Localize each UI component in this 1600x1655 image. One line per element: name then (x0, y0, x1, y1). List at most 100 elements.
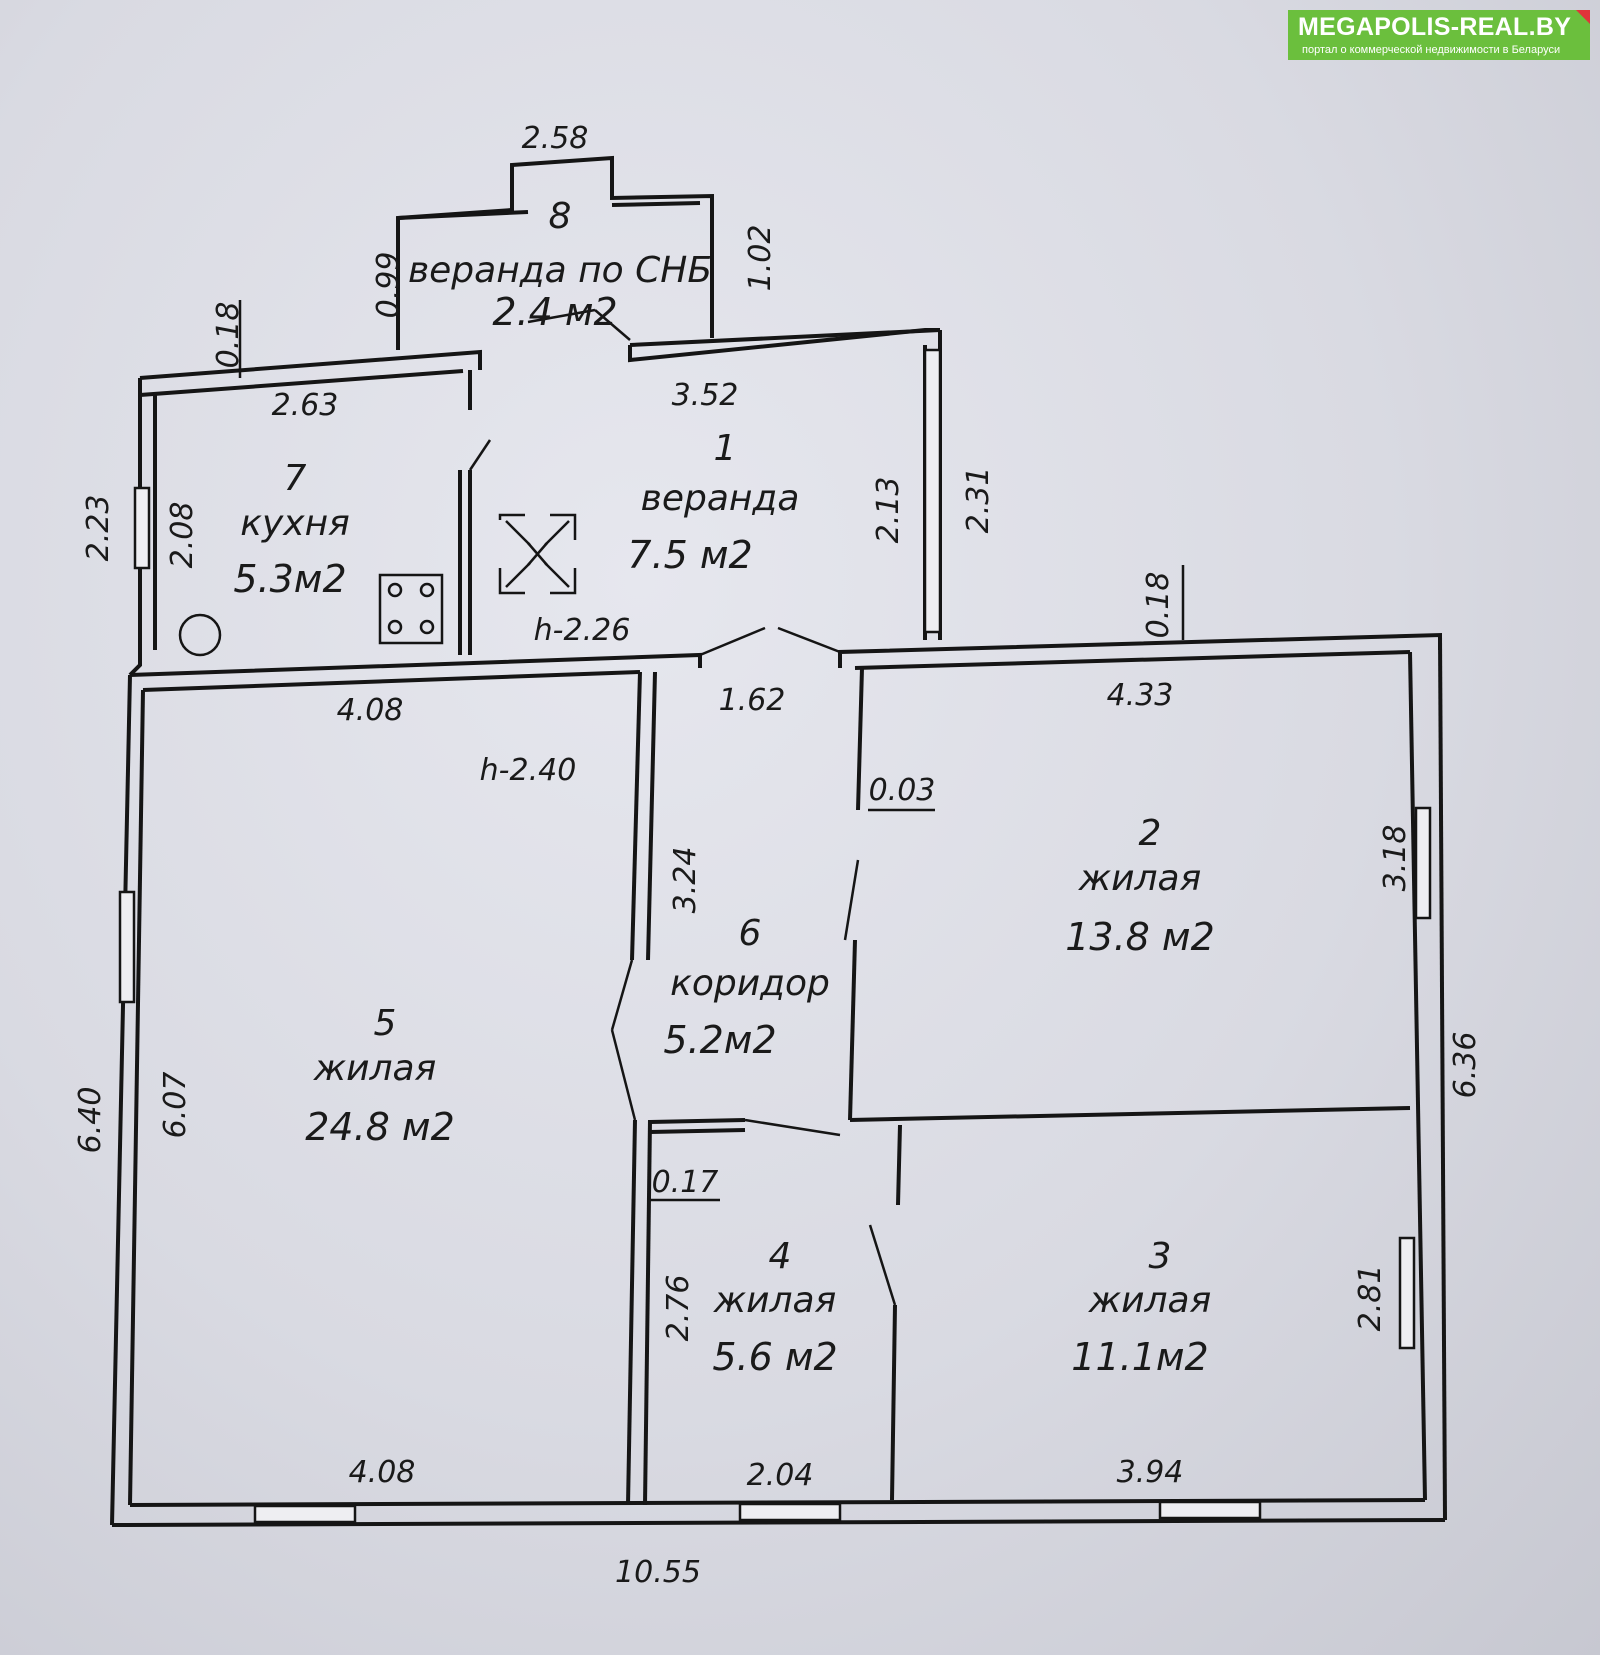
door-veranda-8-left (527, 308, 596, 324)
wall-veranda-1-top (628, 328, 940, 363)
wall-room5-right-bottom-2 (643, 1119, 652, 1506)
dim-2-63: 2.63 (272, 388, 339, 423)
logo-subtitle: портал о коммерческой недвижимости в Бел… (1302, 44, 1561, 56)
doors (468, 308, 897, 1306)
room-4-number: 4 (769, 1236, 792, 1277)
dim-3-24: 3.24 (668, 847, 703, 914)
wall-mid-left-inner (142, 670, 641, 692)
wall-room4-room3-bottom (890, 1304, 897, 1501)
dim-2-04: 2.04 (747, 1458, 814, 1493)
room-6-name: коридор (670, 963, 830, 1004)
room-5-number: 5 (374, 1003, 397, 1044)
room-2-number: 2 (1139, 813, 1162, 854)
chimney-icon (498, 513, 577, 595)
dim-3-52: 3.52 (672, 378, 739, 413)
wall-room4-top-2 (649, 1128, 746, 1134)
wall-outer-right-inner (1408, 651, 1427, 1501)
wall-room2-left-top (856, 667, 864, 811)
dim-2-31: 2.31 (961, 467, 996, 534)
dim-2-81: 2.81 (1353, 1265, 1388, 1332)
wall-room4-room3-top (896, 1124, 902, 1206)
wall-kitchen-left (128, 378, 142, 677)
room-2-area: 13.8 м2 (1065, 915, 1215, 959)
room-7-name: кухня (240, 503, 350, 544)
door-veranda-8-right (594, 309, 631, 341)
dim-0-18-top: 0.18 (211, 302, 246, 369)
dim-3-94: 3.94 (1117, 1455, 1184, 1490)
dim-2-58: 2.58 (522, 121, 589, 156)
room-5-name: жилая (313, 1048, 437, 1089)
door-kitchen (468, 439, 492, 471)
dim-0-03: 0.03 (869, 773, 936, 808)
door-room4-top (744, 1118, 841, 1137)
wall-outer-left-inner (128, 689, 145, 1506)
wall-room5-right-bottom (626, 1119, 637, 1506)
room-4-name: жилая (713, 1280, 837, 1321)
window-room3 (1398, 1236, 1416, 1350)
stove-icon (378, 573, 444, 645)
dim-6-07: 6.07 (158, 1072, 193, 1139)
room-3-number: 3 (1149, 1236, 1172, 1277)
dim-6-40: 6.40 (73, 1087, 108, 1154)
window-room5-bottom (253, 1504, 357, 1524)
door-room5-b (610, 1029, 637, 1121)
fixtures (178, 513, 577, 657)
logo-corner-icon (1576, 10, 1590, 24)
wall-room5-right-top-2 (646, 671, 657, 961)
room-8-area: 2.4 м2 (492, 290, 617, 334)
wall-outer-bottom (111, 1518, 1446, 1527)
room-4-area: 5.6 м2 (712, 1335, 837, 1379)
windows (118, 348, 1432, 1524)
dim-2-23: 2.23 (81, 495, 116, 562)
logo-title: MEGAPOLIS-REAL.BY (1298, 13, 1572, 41)
dim-3-18: 3.18 (1378, 825, 1413, 892)
room-3-area: 11.1м2 (1071, 1335, 1208, 1379)
dim-h-2-40: h-2.40 (480, 753, 577, 788)
wall-room5-right-top (630, 671, 642, 961)
room-5-area: 24.8 м2 (305, 1105, 455, 1149)
window-room5 (118, 890, 136, 1004)
dim-0-18-right: 0.18 (1141, 572, 1176, 639)
wall-kitchen-top (139, 349, 482, 380)
wall-outer-left (110, 674, 132, 1526)
dim-h-2-26: h-2.26 (534, 613, 631, 648)
room-7-area: 5.3м2 (233, 557, 346, 601)
dim-2-13: 2.13 (871, 477, 906, 544)
wall-outer-right (1438, 634, 1447, 1521)
room-1-area: 7.5 м2 (627, 533, 752, 577)
wall-mid-right (838, 632, 1442, 668)
wall-veranda-8-inner (397, 210, 529, 220)
room-7-number: 7 (284, 458, 307, 499)
window-room4-bottom (738, 1502, 842, 1522)
room-8-name: веранда по СНБ (408, 250, 712, 291)
room-3-name: жилая (1088, 1280, 1212, 1321)
window-veranda-1 (923, 348, 942, 634)
door-room2 (843, 859, 860, 941)
dim-6-36: 6.36 (1448, 1032, 1483, 1099)
window-room3-bottom (1158, 1500, 1262, 1520)
dim-0-17: 0.17 (652, 1165, 719, 1200)
dim-2-76: 2.76 (661, 1275, 696, 1342)
wall-veranda-1-top-outer (629, 328, 941, 347)
boiler-icon (178, 613, 222, 657)
door-room5-a (610, 959, 634, 1031)
wall-mid-right-inner (854, 650, 1411, 670)
wall-room4-top (649, 1118, 746, 1124)
dim-10-55: 10.55 (615, 1555, 701, 1590)
room-6-number: 6 (739, 913, 762, 954)
dim-4-08-bottom: 4.08 (349, 1455, 416, 1490)
room-6-area: 5.2м2 (663, 1018, 776, 1062)
site-logo[interactable]: MEGAPOLIS-REAL.BY портал о коммерческой … (1288, 10, 1590, 60)
room-1-name: веранда (641, 478, 800, 519)
door-corridor-right (777, 626, 841, 654)
dim-0-99: 0.99 (371, 252, 406, 319)
wall-room2-room3 (849, 1106, 1411, 1122)
wall-room2-left-bottom (848, 939, 857, 1121)
dim-1-02: 1.02 (743, 225, 778, 292)
room-2-name: жилая (1078, 858, 1202, 899)
window-room2 (1414, 806, 1432, 920)
dim-4-08-top: 4.08 (337, 693, 404, 728)
room-8-number: 8 (549, 196, 572, 237)
